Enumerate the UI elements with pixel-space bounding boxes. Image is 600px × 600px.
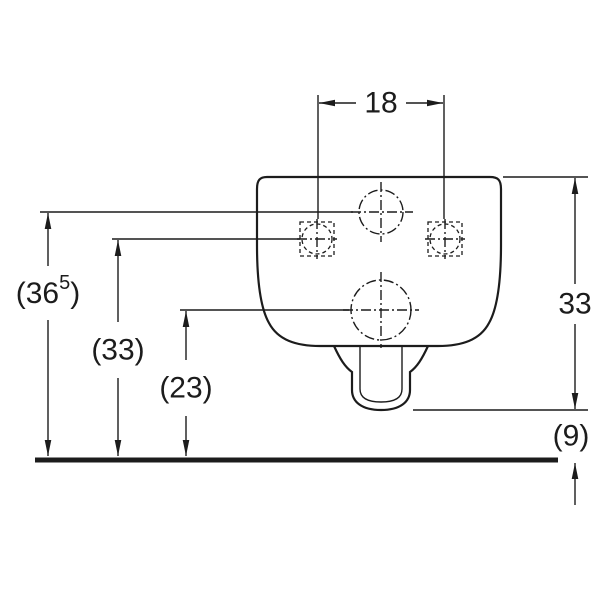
fixing-hole-right — [425, 219, 465, 259]
spigot-inner — [359, 346, 403, 403]
spigot-outer — [333, 345, 429, 412]
dimension-hole-spacing: 18 — [317, 87, 445, 219]
outlet-hole — [343, 272, 419, 348]
supply-hole — [351, 182, 413, 242]
dim-label-fixing-height: (33) — [91, 334, 144, 367]
dimension-outlet-clearance: (9) — [553, 420, 590, 505]
dim-label-hole-spacing: 18 — [364, 87, 397, 120]
dimension-supply-height: (365) — [16, 211, 353, 456]
dimension-fixing-height: (33) — [91, 238, 300, 456]
dimension-outlet-height: (23) — [159, 309, 349, 456]
dim-label-outlet-clearance: (9) — [553, 420, 590, 453]
fixing-hole-left — [297, 219, 337, 259]
dim-label-supply-height: (365) — [16, 272, 80, 310]
dimension-body-height: 33 — [413, 176, 592, 411]
dim-label-body-height: 33 — [558, 288, 591, 321]
dim-label-outlet-height: (23) — [159, 372, 212, 405]
outlet-spigot — [333, 345, 429, 412]
body-shape — [255, 175, 503, 348]
toilet-body-outline — [255, 175, 503, 348]
